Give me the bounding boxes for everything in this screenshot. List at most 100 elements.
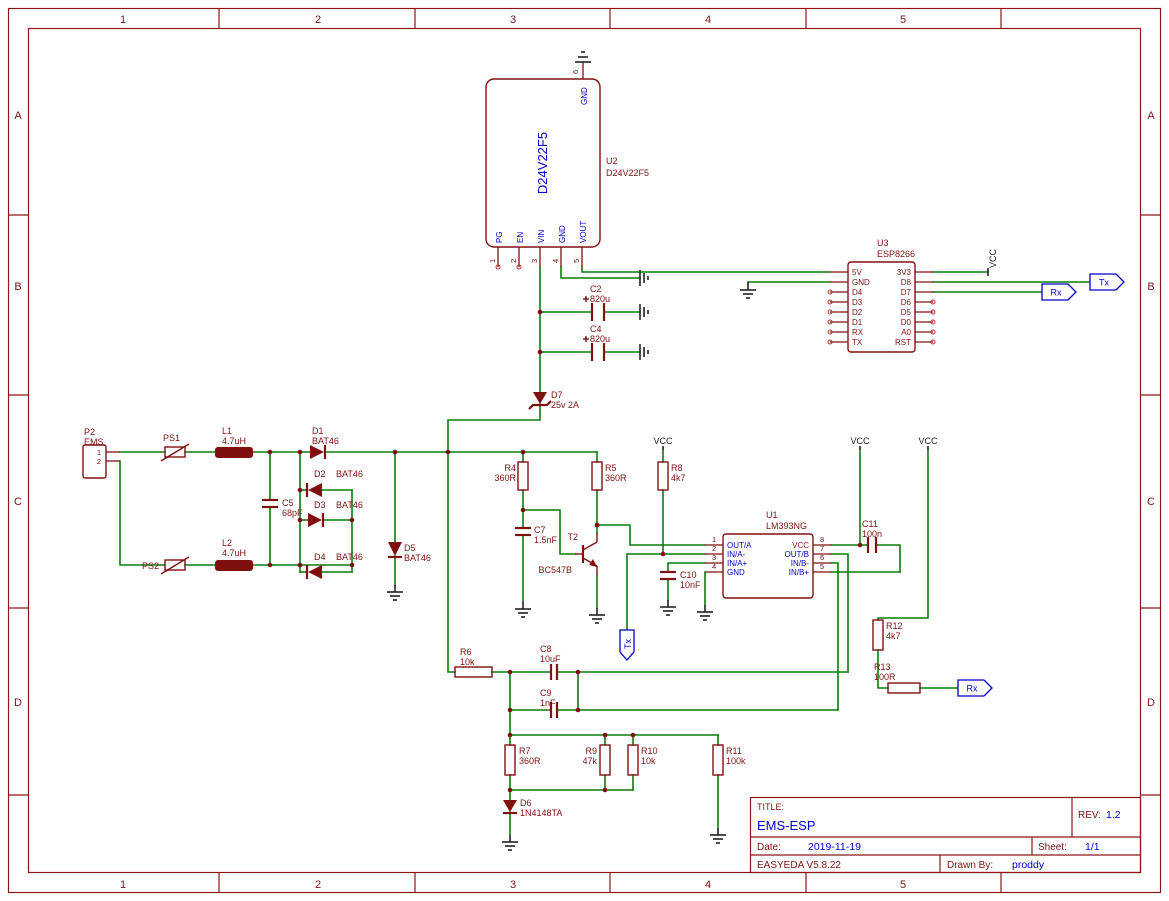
drawn-by-label: Drawn By: — [947, 860, 993, 871]
u2-pin-name: GND — [580, 87, 589, 105]
u1-pin-name: IN/B- — [791, 559, 810, 568]
u1-pin-number: 3 — [712, 553, 716, 562]
frame-col-label: 1 — [120, 14, 126, 26]
component-d6[interactable]: D6 1N4148TA — [503, 798, 562, 818]
u1-ref: U1 — [766, 510, 778, 520]
component-d2[interactable]: D2 BAT46 — [305, 469, 363, 497]
sheet-frame: 1 2 3 4 5 1 2 3 4 5 A B C D A B C D — [7, 7, 1162, 894]
component-r12[interactable]: R12 4k7 — [872, 619, 903, 651]
component-c9[interactable]: C9 1nF — [540, 688, 559, 718]
u2-pin-number: 5 — [572, 259, 581, 263]
component-d7[interactable]: D7 25v 2A — [528, 390, 579, 410]
component-r9[interactable]: R9 47k — [582, 744, 611, 776]
r8-value: 4k7 — [671, 473, 686, 483]
component-c4[interactable]: C4 820u — [583, 324, 610, 361]
p2-value: EMS — [84, 437, 104, 447]
frame-col-label: 1 — [120, 879, 126, 891]
component-c5[interactable]: C5 68pF — [262, 498, 303, 518]
c5-ref: C5 — [282, 498, 294, 508]
u3-pin-name: D7 — [901, 288, 912, 297]
vcc-flag: VCC — [987, 248, 998, 276]
component-u2[interactable]: D24V22F5 U2 D24V22F5 GND 6 PG EN VIN GND… — [485, 62, 649, 270]
r12-value: 4k7 — [886, 631, 901, 641]
frame-col-label: 3 — [510, 879, 516, 891]
component-r10[interactable]: R10 10k — [627, 744, 658, 776]
frame-col-label: 3 — [510, 14, 516, 26]
c2-value: 820u — [590, 294, 610, 304]
component-u3[interactable]: U3 ESP8266 5V GND D4 D3 D2 D1 RX TX 3V3 … — [827, 238, 936, 353]
frame-col-label: 2 — [315, 14, 321, 26]
c9-value: 1nF — [540, 698, 556, 708]
u3-pin-name: D4 — [852, 288, 863, 297]
component-c8[interactable]: C8 10uF — [540, 644, 561, 680]
component-d1[interactable]: D1 BAT46 — [310, 426, 339, 459]
t2-value: BC547B — [538, 565, 572, 575]
component-c7[interactable]: C7 1.5nF — [515, 525, 558, 545]
c10-value: 10nF — [680, 580, 701, 590]
frame-row-label: C — [14, 496, 22, 508]
gnd-symbol — [515, 602, 531, 618]
gnd-symbol — [575, 51, 591, 63]
component-r11[interactable]: R11 100k — [712, 744, 746, 776]
component-d5[interactable]: D5 BAT46 — [388, 542, 431, 563]
component-p2[interactable]: P2 EMS 1 2 — [82, 427, 120, 479]
c2-ref: C2 — [590, 284, 602, 294]
component-r4[interactable]: R4 360R — [494, 461, 529, 491]
rev-value: 1.2 — [1106, 809, 1121, 821]
date-label: Date: — [757, 842, 781, 853]
vcc-flags[interactable]: VCC VCC VCC VCC — [653, 248, 998, 450]
u2-pin-number: 1 — [488, 259, 497, 263]
gnd-symbol — [660, 600, 676, 616]
component-ps1[interactable]: PS1 — [160, 433, 190, 462]
r13-ref: R13 — [874, 662, 891, 672]
component-r7[interactable]: R7 360R — [504, 744, 541, 776]
d4-ref: D4 — [314, 552, 326, 562]
component-c2[interactable]: C2 820u — [583, 284, 610, 321]
ground-symbols[interactable] — [387, 51, 756, 851]
component-d4[interactable]: D4 BAT46 — [305, 552, 363, 579]
u1-pin-name: IN/B+ — [789, 568, 810, 577]
u2-value: D24V22F5 — [606, 168, 649, 178]
ps1-ref: PS1 — [163, 433, 180, 443]
c11-value: 100n — [862, 529, 882, 539]
wires — [119, 266, 1091, 836]
gnd-symbol — [697, 605, 713, 621]
d4-value: BAT46 — [336, 552, 363, 562]
component-u1[interactable]: U1 LM393NG 1 2 3 4 8 7 6 5 OUT/A IN/A- I… — [705, 510, 831, 599]
u1-pin-number: 4 — [712, 562, 716, 571]
u3-pin-name: D2 — [852, 308, 863, 317]
c8-value: 10uF — [540, 654, 561, 664]
component-r5[interactable]: R5 360R — [591, 461, 627, 491]
l1-value: 4.7uH — [222, 436, 246, 446]
d3-ref: D3 — [314, 500, 326, 510]
component-c11[interactable]: C11 100n — [862, 519, 882, 553]
d5-ref: D5 — [404, 543, 416, 553]
u2-part-name: D24V22F5 — [535, 132, 550, 194]
vcc-label: VCC — [988, 248, 998, 268]
gnd-symbol — [639, 304, 649, 320]
component-r13[interactable]: R13 100R — [874, 662, 921, 694]
component-d3[interactable]: D3 BAT46 — [308, 500, 363, 527]
component-l2[interactable]: L2 4.7uH — [215, 538, 253, 571]
component-l1[interactable]: L1 4.7uH — [215, 426, 253, 458]
component-r6[interactable]: R6 10k — [454, 647, 493, 678]
r6-value: 10k — [460, 657, 475, 667]
c9-ref: C9 — [540, 688, 552, 698]
component-ps2[interactable]: PS2 — [142, 556, 190, 575]
r4-value: 360R — [494, 473, 516, 483]
c7-ref: C7 — [534, 525, 546, 535]
u3-pin-name: TX — [852, 338, 863, 347]
net-flags[interactable]: Tx Rx Rx Tx — [619, 273, 1125, 697]
rx-flag: Rx — [1041, 283, 1077, 301]
component-t2[interactable]: T2 BC547B — [538, 532, 598, 575]
component-r8[interactable]: R8 4k7 — [657, 461, 686, 491]
sheet-value: 1/1 — [1085, 841, 1100, 853]
gnd-symbol — [589, 608, 605, 624]
r13-value: 100R — [874, 672, 896, 682]
c4-ref: C4 — [590, 324, 602, 334]
component-c10[interactable]: C10 10nF — [660, 570, 701, 590]
c11-ref: C11 — [862, 519, 878, 529]
d3-value: BAT46 — [336, 500, 363, 510]
tx-flag: Tx — [619, 629, 635, 661]
